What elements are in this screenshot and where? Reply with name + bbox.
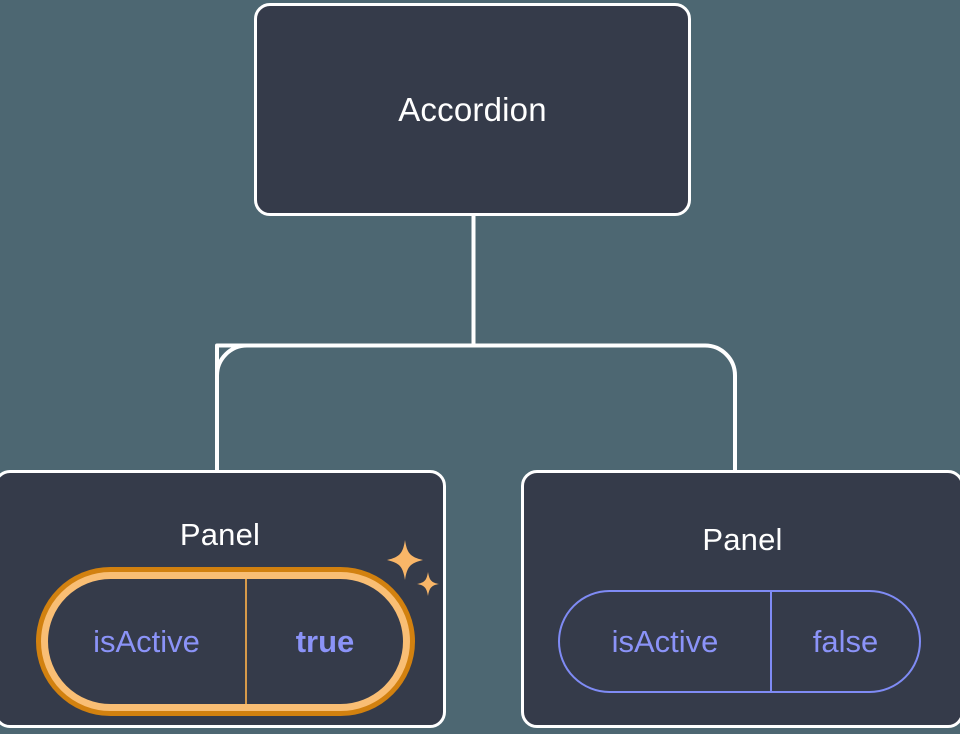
connector-branch-left bbox=[215, 343, 474, 470]
node-accordion-label: Accordion bbox=[398, 90, 547, 128]
connector-branch-left-guide bbox=[215, 343, 474, 470]
prop-pill-active-value: true bbox=[295, 623, 355, 659]
node-accordion[interactable]: Accordion bbox=[254, 3, 691, 216]
node-panel-active-label: Panel bbox=[179, 517, 261, 552]
prop-pill-active-key: isActive bbox=[48, 579, 247, 704]
prop-pill-default[interactable]: isActive false bbox=[558, 590, 921, 693]
connector-elbow-left bbox=[215, 343, 474, 470]
sparkle-small-icon bbox=[417, 572, 439, 596]
prop-pill-default-key: isActive bbox=[560, 592, 772, 691]
node-panel-default-label: Panel bbox=[702, 522, 783, 557]
sparkles-icon bbox=[387, 540, 439, 596]
prop-pill-default-value: false bbox=[812, 623, 879, 659]
prop-pill-active[interactable]: isActive true bbox=[41, 572, 410, 711]
connector-elbow-right bbox=[473, 343, 737, 470]
sparkle-large-icon bbox=[387, 540, 423, 580]
